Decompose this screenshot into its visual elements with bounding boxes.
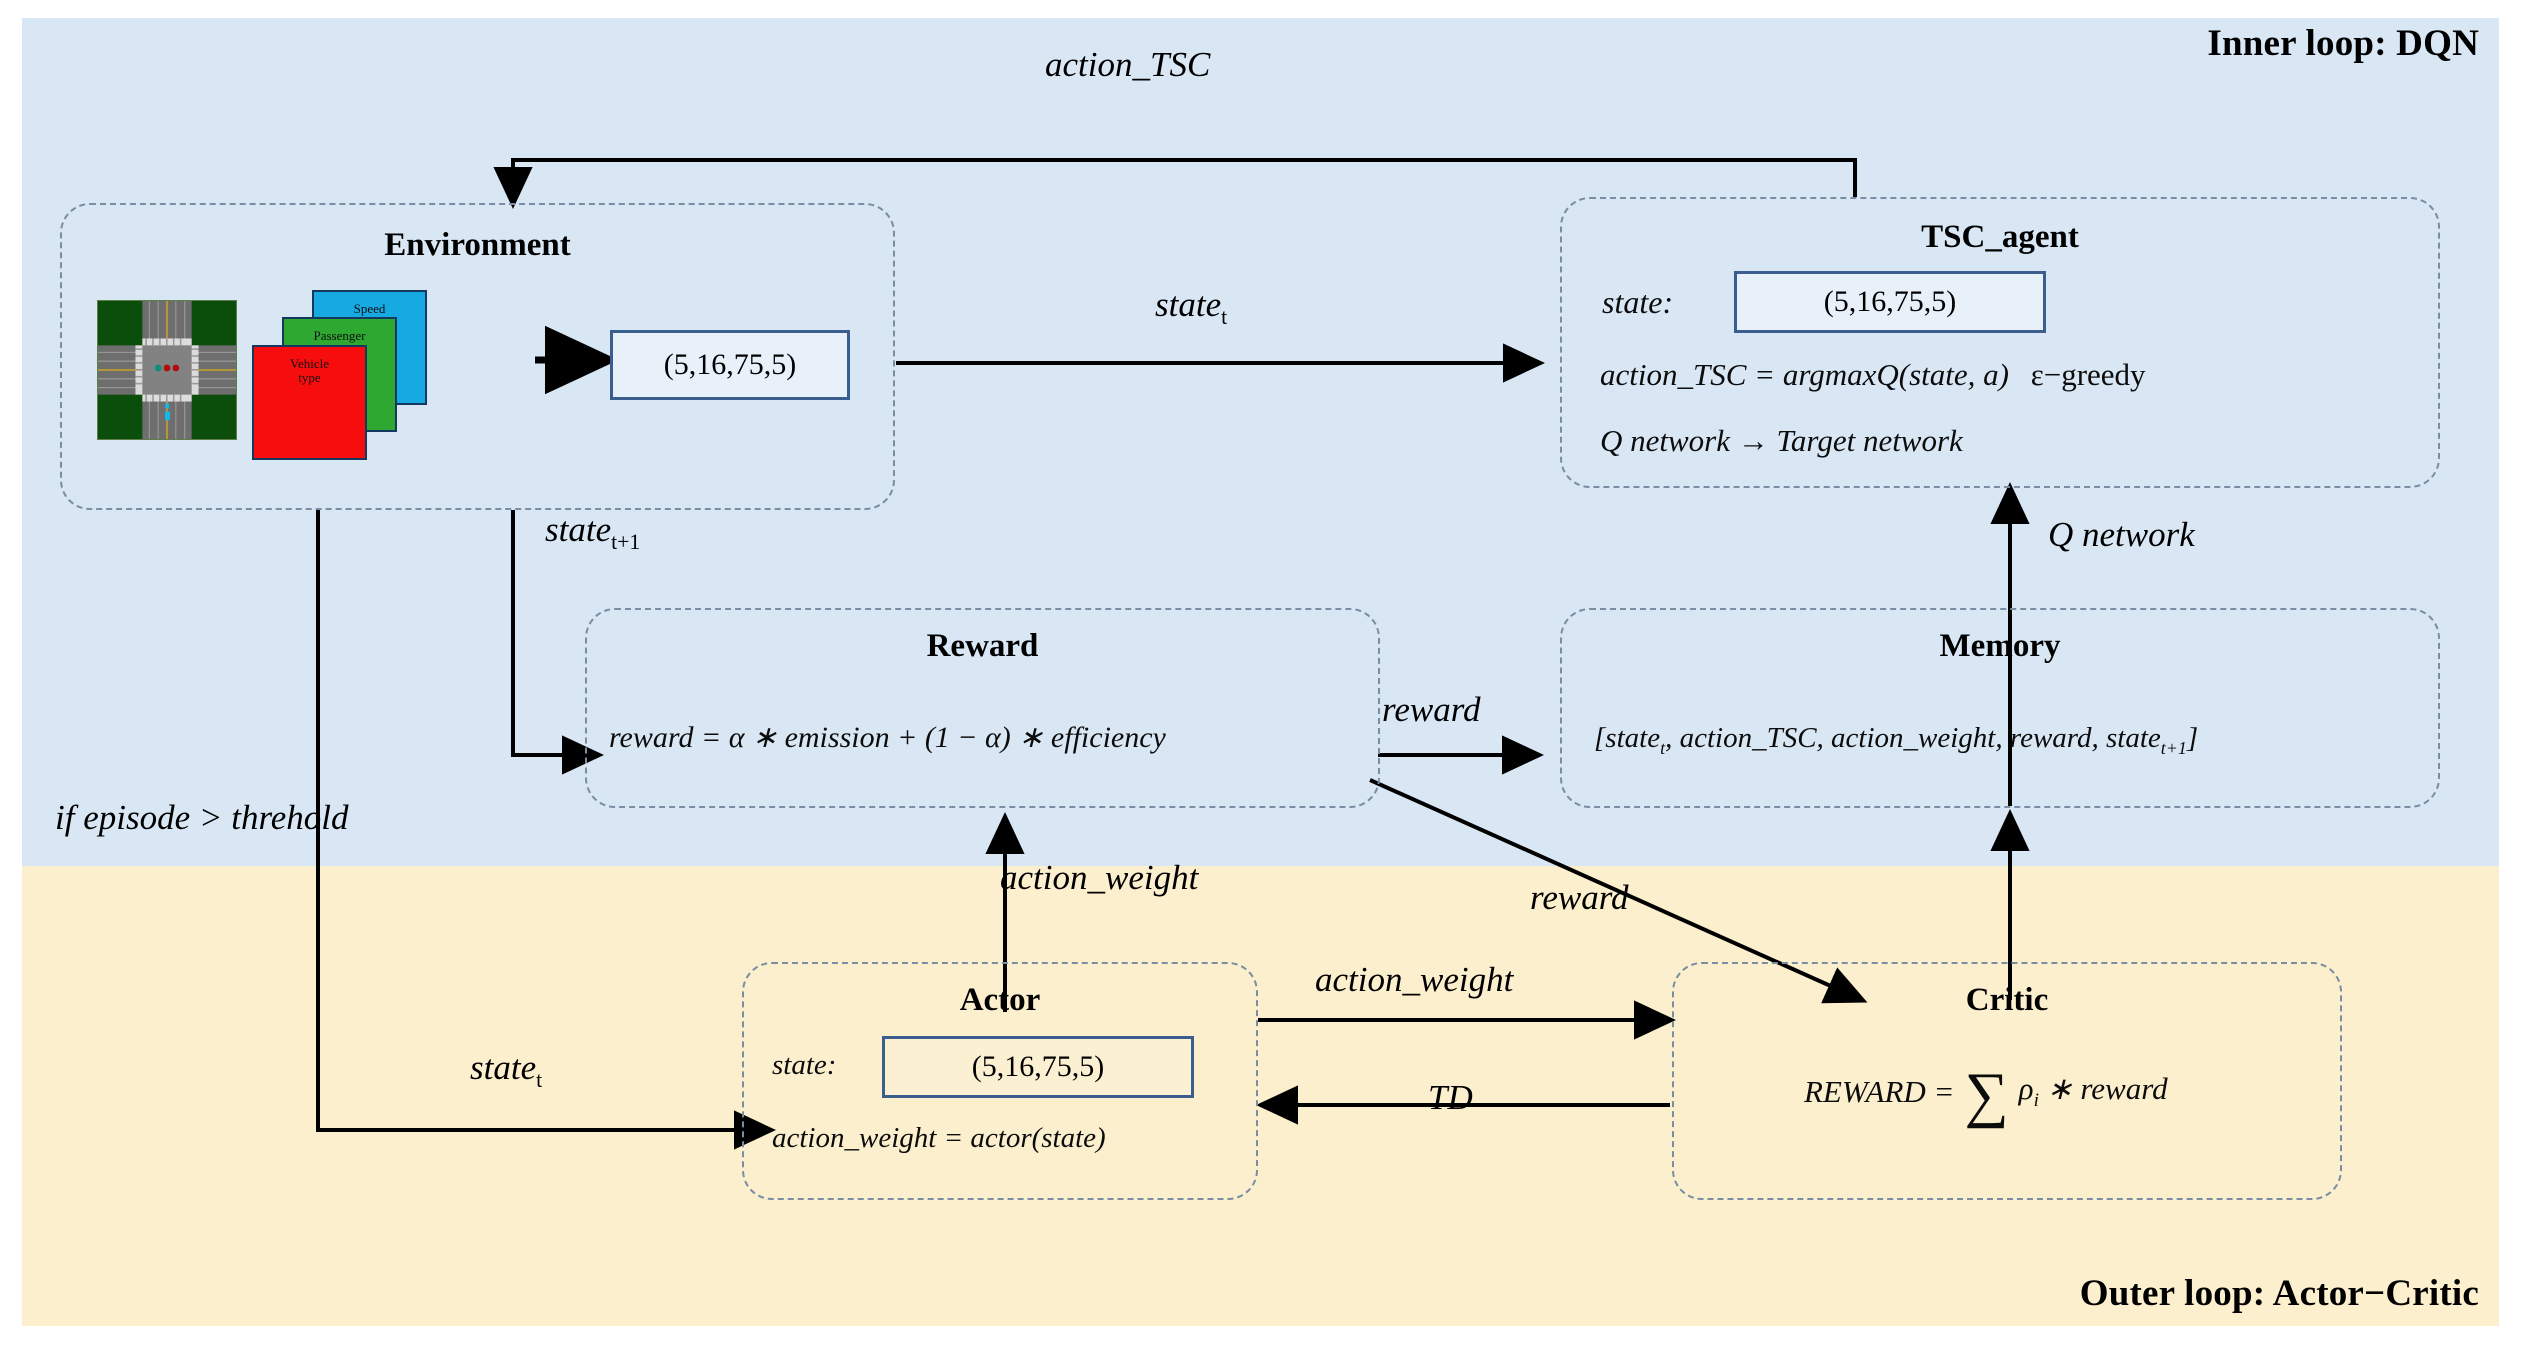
tsc-state-chip: (5,16,75,5) (1734, 271, 2046, 333)
module-reward[interactable]: Reward reward = α ∗ emission + (1 − α) ∗… (585, 608, 1380, 808)
tsc-action-line: action_TSC = argmaxQ(state, a) ε−greedy (1600, 357, 2146, 393)
edge-label-action-weight-mid: action_weight (1315, 960, 1514, 999)
critic-formula-rhs: ρi ∗ reward (2018, 1071, 2168, 1112)
edge-label-state-t-plus-1: statet+1 (545, 510, 640, 555)
state-t-actor-sub: t (536, 1068, 543, 1092)
traffic-intersection-image (97, 300, 237, 440)
critic-title: Critic (1965, 982, 2049, 1018)
edge-label-action-tsc: action_TSC (1045, 45, 1211, 84)
state-t1-sub: t+1 (611, 530, 641, 554)
edge-label-state-t-top: statet (1155, 285, 1227, 330)
environment-title: Environment (384, 227, 571, 263)
tsc-state-label: state: (1602, 284, 1674, 320)
tsc-agent-title: TSC_agent (1921, 219, 2079, 255)
module-critic[interactable]: Critic REWARD = ∑ ρi ∗ reward (1672, 962, 2342, 1200)
module-actor[interactable]: Actor state: (5,16,75,5) action_weight =… (742, 962, 1258, 1200)
module-environment[interactable]: Environment (60, 203, 895, 510)
environment-state-chip: (5,16,75,5) (610, 330, 850, 400)
tsc-network-line: Q network → Target network (1600, 423, 1963, 458)
edge-label-td: TD (1428, 1078, 1473, 1117)
actor-title: Actor (959, 982, 1041, 1018)
card-label-speed: Speed (353, 301, 386, 316)
feature-card-vehicle-type: Vehicle type (252, 345, 367, 460)
edge-label-if-episode: if episode > threhold (55, 798, 349, 837)
edge-label-reward-to-critic: reward (1530, 878, 1629, 917)
critic-formula-lhs: REWARD = (1804, 1073, 1955, 1109)
state-t-text: state (1155, 285, 1222, 324)
card-label-passenger: Passenger (313, 328, 366, 343)
memory-title: Memory (1939, 628, 2061, 664)
actor-state-label: state: (772, 1049, 837, 1081)
module-tsc-agent[interactable]: TSC_agent state: (5,16,75,5) action_TSC … (1560, 197, 2440, 488)
module-memory[interactable]: Memory [statet, action_TSC, action_weigh… (1560, 608, 2440, 808)
summation-icon: ∑ (1964, 1061, 2009, 1129)
edge-label-q-network: Q network (2048, 515, 2195, 554)
tsc-epsilon-greedy: ε−greedy (2030, 357, 2146, 392)
inner-loop-label: Inner loop: DQN (2207, 23, 2479, 64)
reward-formula: reward = α ∗ emission + (1 − α) ∗ effici… (609, 721, 1166, 754)
actor-formula: action_weight = actor(state) (772, 1122, 1106, 1154)
state-t1-text: state (545, 510, 612, 549)
edge-label-reward-to-memory: reward (1382, 690, 1481, 729)
reward-title: Reward (926, 628, 1039, 664)
card-label-vehicle-type: Vehicle type (290, 356, 329, 385)
actor-state-chip: (5,16,75,5) (882, 1036, 1194, 1098)
critic-formula: REWARD = ∑ ρi ∗ reward (1804, 1064, 2168, 1127)
edge-label-action-weight-up: action_weight (1000, 858, 1199, 897)
state-t-sub: t (1221, 305, 1228, 329)
memory-tuple: [statet, action_TSC, action_weight, rewa… (1594, 722, 2199, 758)
edge-label-state-t-actor: statet (470, 1048, 542, 1093)
outer-loop-label: Outer loop: Actor−Critic (2079, 1273, 2479, 1314)
tsc-action-formula: action_TSC = argmaxQ(state, a) (1600, 357, 2009, 392)
state-t-actor-text: state (470, 1048, 537, 1087)
